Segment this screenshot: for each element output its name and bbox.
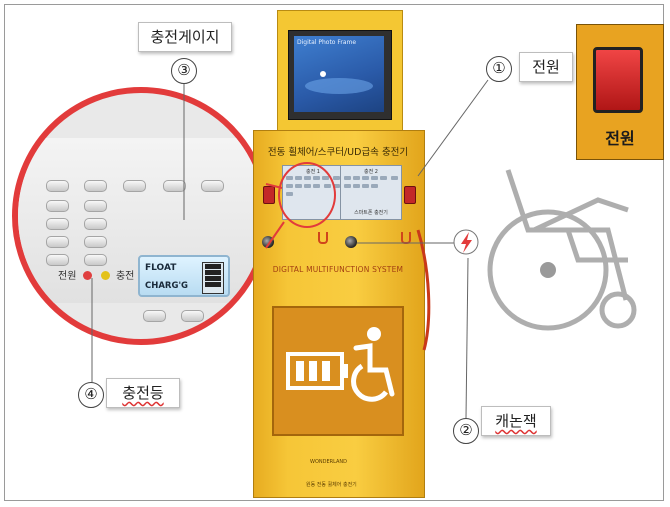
panel-button (46, 200, 69, 212)
panel-button (123, 180, 146, 192)
brand-logo: WONDERLAND (310, 459, 348, 465)
callout-number-1: ① (486, 56, 512, 82)
panel-button (84, 236, 107, 248)
jack-label: 캐논잭 (481, 406, 551, 436)
panel-button (46, 180, 69, 192)
lightning-icon (453, 229, 479, 255)
wheelchair-image (487, 169, 637, 331)
gauge-label: 충전게이지 (138, 22, 232, 52)
charge-lamp-icon (100, 271, 110, 280)
screen-title: Digital Photo Frame (297, 39, 357, 46)
left-power-switch (263, 186, 275, 204)
zoom-callout-circle: FLOAT CHARG'G 전원 충전 (12, 87, 270, 345)
rocker-switch-icon (593, 47, 643, 113)
charge-gauge-display: FLOAT CHARG'G (138, 255, 230, 297)
panel-right-text: 스마트폰 충전기 (354, 210, 388, 216)
panel-button (201, 180, 224, 192)
left-cannon-jack (262, 236, 274, 248)
panel-button (84, 254, 107, 266)
panel-button (46, 254, 69, 266)
lamp-label: 충전등 (106, 378, 180, 408)
power-photo-label: 전원 (605, 129, 635, 148)
float-label: FLOAT (145, 263, 177, 273)
monitor-screen: Digital Photo Frame (294, 36, 384, 112)
battery-icon-panel (272, 306, 404, 436)
gauge-bars (202, 262, 224, 294)
battery-wheelchair-icon (286, 327, 395, 402)
panel-button (163, 180, 186, 192)
lamp-label-text: 충전등 (122, 384, 164, 402)
right-cannon-jack (345, 236, 357, 248)
indicator-lamp-row: 전원 충전 (58, 267, 134, 282)
panel-button (84, 200, 107, 212)
panel-button (181, 310, 204, 322)
callout-number-2: ② (453, 418, 479, 444)
zoom-control-panel: FLOAT CHARG'G (18, 138, 264, 322)
panel-button (46, 236, 69, 248)
charge-panel-right: 충전 2 스마트폰 충전기 (340, 165, 402, 220)
jack-label-text: 캐논잭 (495, 412, 537, 430)
power-label: 전원 (519, 52, 573, 82)
power-lamp-icon (82, 271, 92, 280)
charge-lamp-label: 충전 (115, 271, 135, 282)
panel-button (84, 180, 107, 192)
left-cable-hook (318, 232, 328, 244)
panel-right-header: 충전 2 (364, 169, 378, 175)
panel-button (84, 218, 107, 230)
callout-number-3: ③ (171, 58, 197, 84)
digital-system-title: DIGITAL MULTIFUNCTION SYSTEM (272, 265, 404, 274)
panel-button (46, 218, 69, 230)
callout-number-4: ④ (78, 382, 104, 408)
panel-button (143, 310, 166, 322)
power-lamp-label: 전원 (58, 271, 77, 282)
panel-highlight-circle (278, 162, 336, 228)
kiosk-title: 전동 휠체어/스쿠터/UD급속 충전기 (267, 147, 409, 158)
right-power-switch (404, 186, 416, 204)
screen-graphic (305, 71, 373, 94)
maker-name: 원동 전동 휠체어 충전기 (306, 482, 357, 488)
charging-label: CHARG'G (145, 281, 189, 291)
power-switch-photo: 전원 (576, 24, 664, 160)
